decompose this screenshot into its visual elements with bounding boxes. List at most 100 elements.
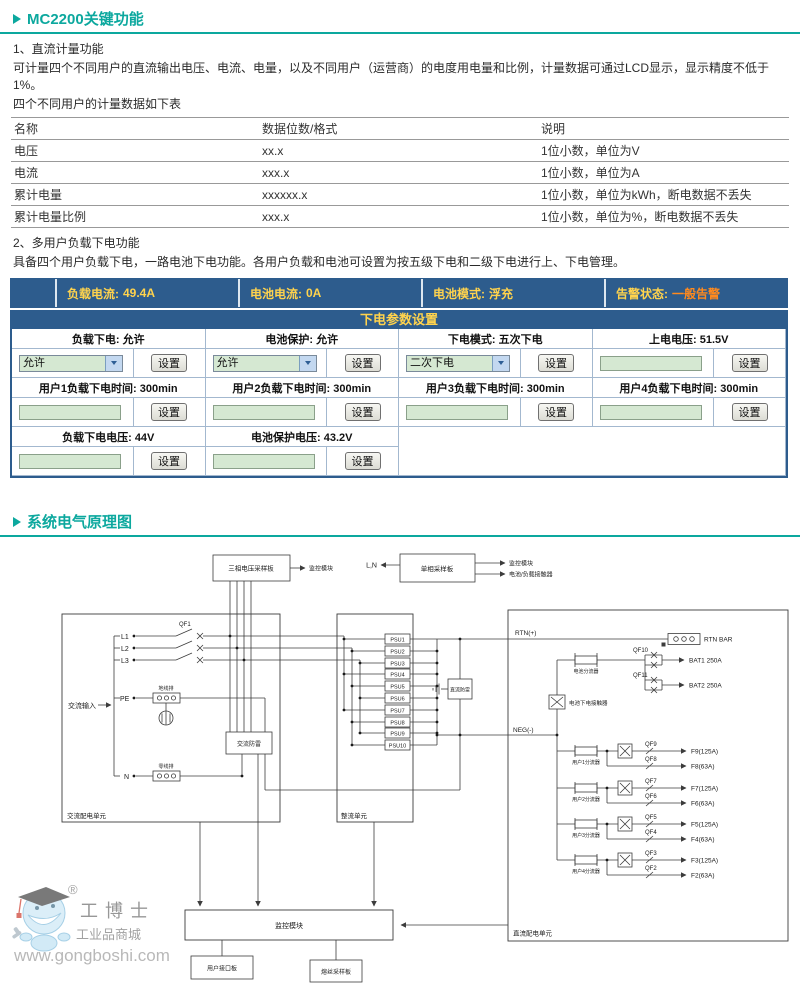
psu-box: [384, 645, 411, 657]
three-phase-sampling-board-label: 三相电压采样板: [228, 564, 274, 573]
qf-label: QF4: [645, 830, 657, 836]
load-voltage-input[interactable]: [19, 453, 121, 469]
param-label: 下电模式: 五次下电: [399, 329, 593, 349]
rtn-bar-label: RTN BAR: [704, 637, 733, 644]
user-shunt-label: 用户2分流器: [572, 796, 600, 803]
alarm-status-value: 一般告警: [672, 286, 721, 301]
param-control: 二次下电 设置: [399, 349, 593, 378]
fuse-label: F3(125A): [691, 858, 718, 865]
set-button[interactable]: 设置: [344, 354, 381, 372]
schematic-labels: 三相电压采样板 监控模块 L,N 单相采样板 监控模块 电池/负载接触器 交流输…: [67, 560, 733, 977]
param-label: 用户4负载下电时间: 300min: [592, 378, 786, 398]
rectifier-unit-label: 整流单元: [341, 811, 368, 820]
empty-cell: [399, 427, 786, 476]
user-shunt-label: 用户4分流器: [572, 868, 600, 875]
monitor-ref-label: 监控模块: [509, 560, 533, 568]
qf-label: QF3: [645, 851, 657, 857]
power-down-settings-panel: 负载电流: 49.4A 电池电流: 0A 电池模式: 浮充 告警状态: 一般告警…: [10, 278, 788, 478]
watermark-tagline: 工业品商城: [76, 927, 142, 942]
qf-label: QF8: [645, 757, 657, 763]
param-label: 用户2负载下电时间: 300min: [205, 378, 399, 398]
monitor-module-label: 监控模块: [275, 921, 303, 930]
select-value: 允许: [216, 356, 239, 369]
param-label: 负载下电: 允许: [12, 329, 206, 349]
cell: 累计电量: [11, 183, 259, 206]
user2-time-input[interactable]: [212, 404, 315, 420]
set-button[interactable]: 设置: [538, 354, 575, 372]
power-on-voltage-input[interactable]: [599, 355, 702, 371]
set-button[interactable]: 设置: [538, 403, 575, 421]
system-electrical-schematic: 三相电压采样板 监控模块 L,N 单相采样板 监控模块 电池/负载接触器 交流输…: [0, 537, 800, 1003]
ac-input-label: 交流输入: [68, 701, 96, 710]
battery-protect-select[interactable]: 允许: [212, 354, 317, 372]
fuse-label: F4(63A): [691, 837, 714, 844]
l3-label: L3: [121, 658, 129, 665]
cell: xx.x: [259, 139, 538, 162]
psu-label: PSU9: [390, 732, 404, 738]
load-power-down-select[interactable]: 允许: [19, 354, 123, 372]
n-label: N: [124, 774, 129, 781]
qf-label: QF6: [645, 794, 657, 800]
user1-time-input[interactable]: [19, 404, 121, 420]
qf1-label: QF1: [179, 622, 191, 628]
cell: xxx.x: [259, 161, 538, 184]
col-header: 说明: [538, 117, 789, 140]
psu-label: PSU6: [390, 697, 404, 703]
status-label: 负载电流:: [67, 286, 119, 301]
mascot-logo: [12, 887, 71, 952]
user4-time-input[interactable]: [599, 404, 702, 420]
psu-label: PSU4: [390, 673, 404, 679]
psu-label: PSU1: [390, 638, 404, 644]
dc-unit-label: 直流配电单元: [513, 929, 553, 938]
param-label: 上电电压: 51.5V: [592, 329, 786, 349]
psu-box: [384, 727, 411, 739]
pe-label: PE: [120, 696, 130, 703]
wiring: [98, 560, 687, 960]
set-button[interactable]: 设置: [344, 403, 381, 421]
battery-voltage-input[interactable]: [212, 453, 315, 469]
psu-label: PSU8: [390, 721, 404, 727]
fuse-label: F7(125A): [691, 786, 718, 793]
cell: 1位小数，单位为kWh，断电数据不丢失: [538, 183, 789, 206]
table-row: 累计电量 xxxxxx.x 1位小数，单位为kWh，断电数据不丢失: [11, 183, 789, 206]
user3-time-input[interactable]: [406, 404, 508, 420]
item2-paragraph: 具备四个用户负载下电，一路电池下电功能。各用户负载和电池可设置为按五级下电和二级…: [13, 255, 626, 269]
item1-paragraph: 可计量四个不同用户的直流输出电压、电流、电量，以及不同用户（运营商）的电度用电量…: [13, 61, 770, 92]
single-phase-sampling-board-box: [399, 553, 476, 583]
user-shunt-symbol: [574, 746, 598, 756]
param-control: 允许 设置: [12, 349, 206, 378]
set-button[interactable]: 设置: [151, 403, 188, 421]
set-button[interactable]: 设置: [731, 403, 768, 421]
chevron-down-icon[interactable]: [298, 355, 316, 371]
set-button[interactable]: 设置: [731, 354, 768, 372]
power-down-mode-select[interactable]: 二次下电: [406, 354, 510, 372]
rtn-label: RTN(+): [515, 630, 536, 637]
component-boxes: [152, 553, 701, 983]
section-title: MC2200关键功能: [27, 11, 144, 28]
ac-distribution-unit-box: [61, 613, 281, 823]
cell: 累计电量比例: [11, 205, 259, 228]
cell: 1位小数，单位为V: [538, 139, 789, 162]
fuse-label: F6(63A): [691, 801, 714, 808]
neutral-bar-label: 零线排: [158, 763, 173, 770]
param-control: 设置: [592, 398, 786, 427]
monitor-ref-label: 监控模块: [309, 565, 333, 573]
cell: 1位小数，单位为A: [538, 161, 789, 184]
chevron-down-icon[interactable]: [492, 355, 509, 371]
set-button[interactable]: 设置: [344, 452, 381, 470]
psu-box: [384, 633, 411, 645]
param-control: 设置: [12, 447, 206, 476]
watermark-brand: 工博士: [80, 901, 155, 921]
load-current-status: 负载电流: 49.4A: [57, 279, 240, 307]
select-value: 允许: [23, 356, 45, 369]
set-button[interactable]: 设置: [151, 452, 188, 470]
chevron-down-icon[interactable]: [105, 355, 122, 371]
registered-mark: ®: [68, 882, 78, 897]
l2-label: L2: [121, 646, 129, 653]
param-label: 电池保护: 允许: [205, 329, 399, 349]
cell: 电压: [11, 139, 259, 162]
status-label: 告警状态:: [616, 286, 668, 301]
fuse-label: F9(125A): [691, 749, 718, 756]
psu-label: PSU5: [390, 685, 404, 691]
set-button[interactable]: 设置: [151, 354, 188, 372]
